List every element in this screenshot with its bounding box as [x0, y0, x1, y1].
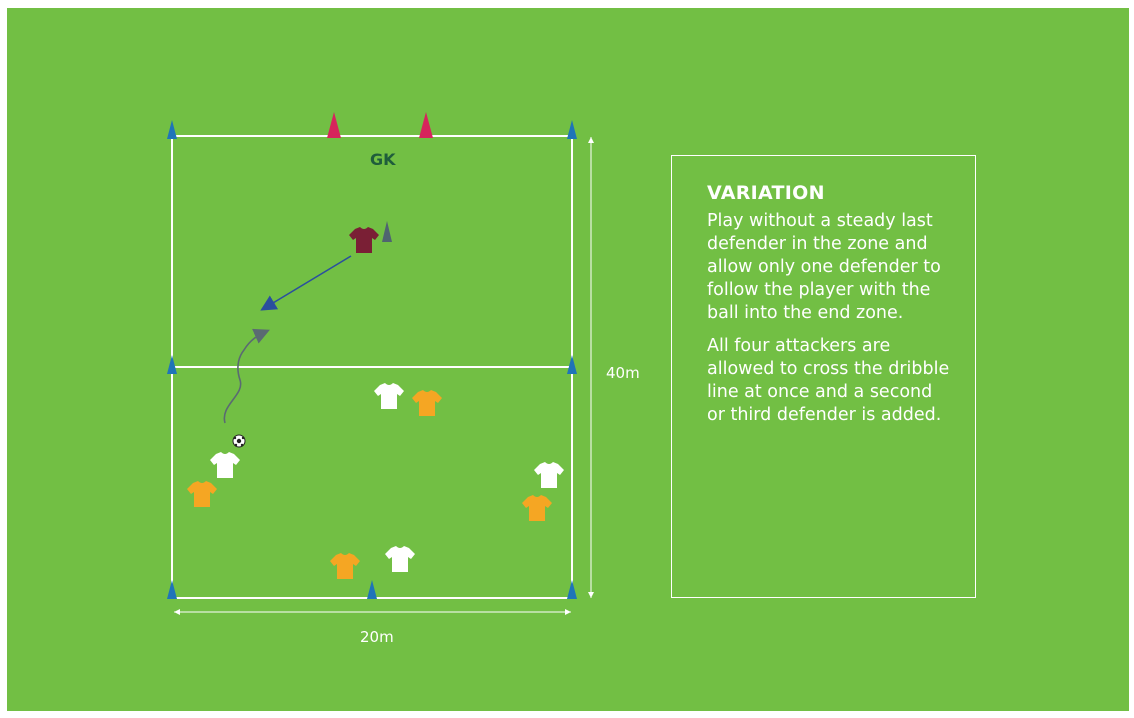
goalkeeper-label: GK [370, 150, 396, 169]
shirt-icon [534, 462, 564, 488]
shirt-icon [522, 495, 552, 521]
shirt-icon [412, 390, 442, 416]
training-field [7, 8, 1129, 711]
shirt-icon [349, 227, 379, 253]
length-label: 40m [606, 364, 640, 382]
ball-icon [232, 434, 246, 448]
cone-icon [567, 120, 577, 139]
shirt-icon [187, 481, 217, 507]
shirt-icon [330, 553, 360, 579]
width-label: 20m [360, 628, 394, 646]
pass-arrow [260, 255, 352, 311]
shirt-icon [210, 452, 240, 478]
cone-icon [382, 221, 392, 242]
cone-icon [167, 120, 177, 139]
cone-icon [567, 580, 577, 599]
shirt-icon [374, 383, 404, 409]
variation-paragraph: All four attackers are allowed to cross … [707, 336, 950, 425]
variation-box: VARIATION Play without a steady last def… [671, 155, 976, 598]
length-dimension-line [588, 137, 594, 598]
variation-title: VARIATION [707, 182, 825, 204]
dribble-arrow [223, 328, 270, 424]
width-dimension-line [174, 609, 571, 615]
cone-icon [167, 580, 177, 599]
shirt-icon [385, 546, 415, 572]
cone-icon [567, 355, 577, 374]
cone-icon [327, 112, 341, 138]
variation-paragraph: Play without a steady last defender in t… [707, 211, 941, 323]
cone-icon [167, 355, 177, 374]
cone-icon [367, 580, 377, 599]
cone-icon [419, 112, 433, 138]
